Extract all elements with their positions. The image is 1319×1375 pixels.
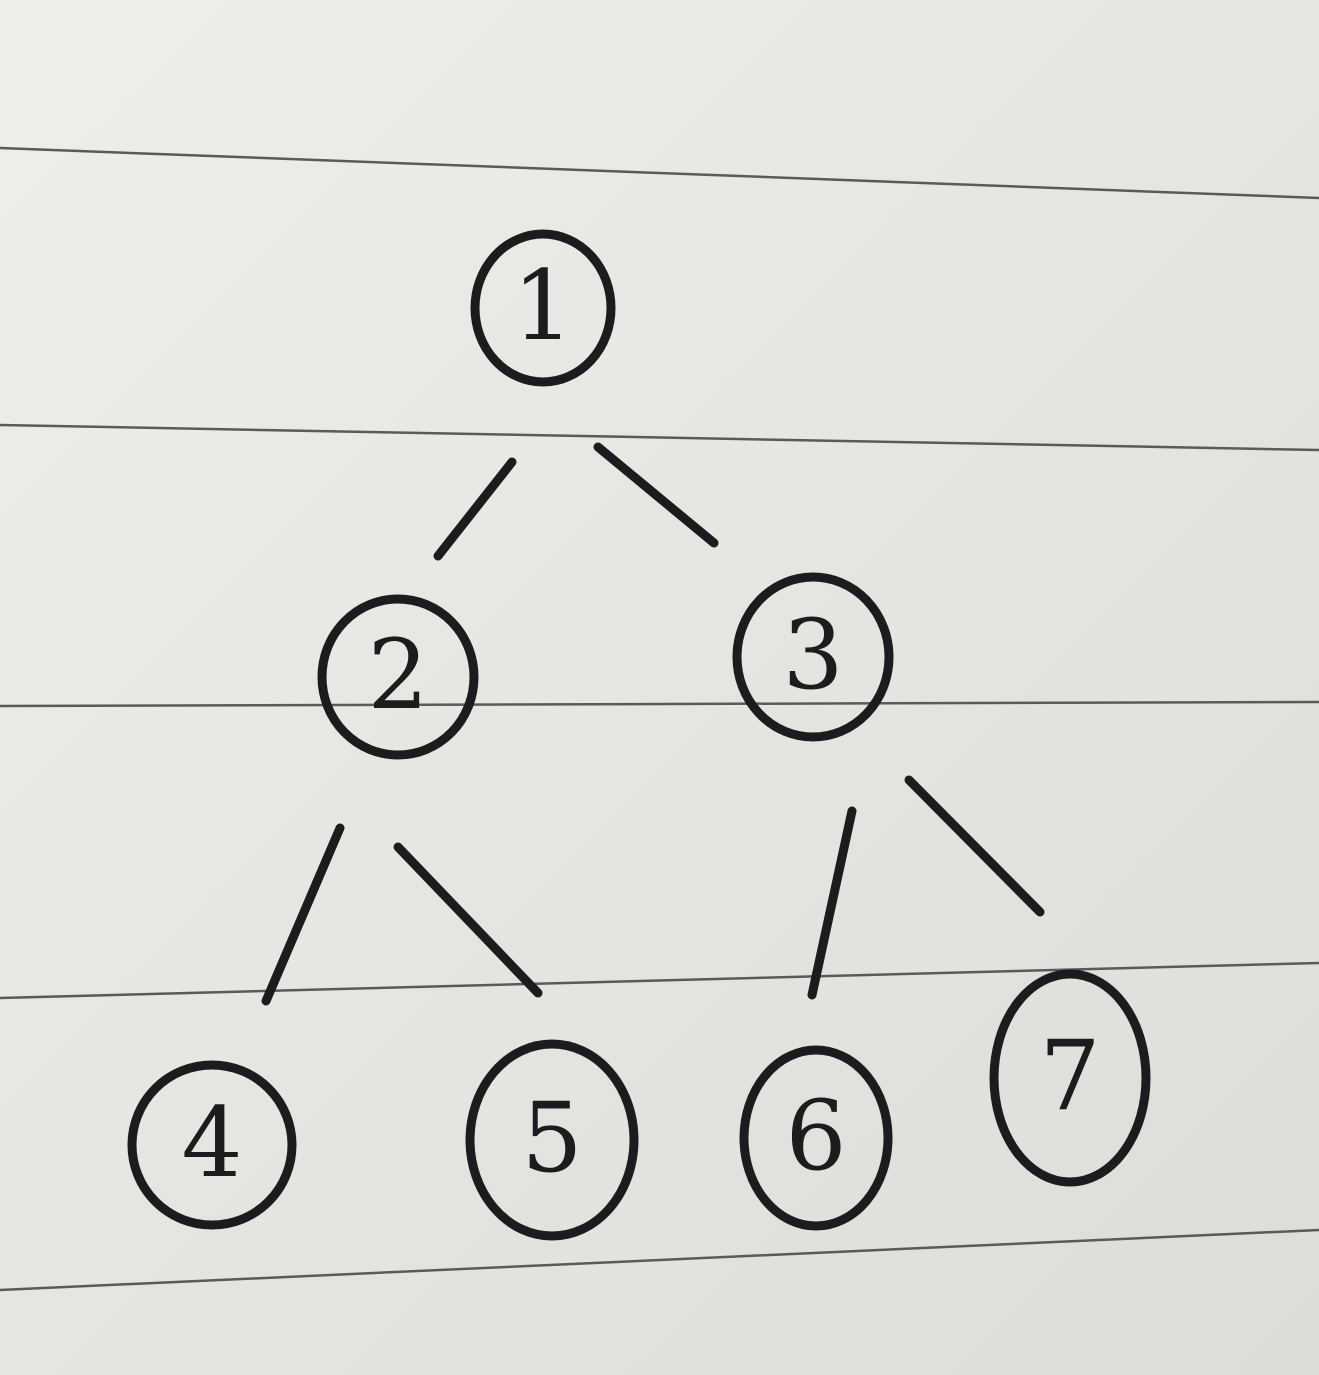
node-label: 2 — [367, 619, 428, 731]
edge-2-4 — [261, 823, 345, 1006]
node-circle — [732, 572, 894, 742]
tree-node: 7 — [989, 969, 1151, 1187]
node-circle — [470, 229, 616, 387]
node-label: 1 — [512, 250, 573, 362]
edge-1-2 — [433, 457, 517, 561]
node-circle — [465, 1039, 639, 1241]
tree-nodes: 1 2 3 4 5 6 7 — [127, 229, 1151, 1241]
node-label: 5 — [521, 1082, 582, 1194]
node-label: 7 — [1039, 1020, 1100, 1132]
node-label: 6 — [785, 1080, 846, 1192]
edge-3-7 — [904, 775, 1045, 917]
edge-1-3 — [593, 442, 719, 548]
tree-node: 3 — [732, 572, 894, 742]
tree-node: 6 — [739, 1045, 893, 1231]
ruled-line — [0, 1228, 1319, 1292]
ruled-line — [0, 423, 1319, 452]
ruled-line — [0, 961, 1319, 1000]
ruled-line — [0, 700, 1319, 708]
ruled-line — [0, 146, 1319, 200]
node-circle — [739, 1045, 893, 1231]
tree-node: 2 — [317, 594, 479, 760]
node-label: 4 — [181, 1087, 242, 1199]
tree-node: 4 — [127, 1060, 297, 1230]
tree-node: 1 — [470, 229, 616, 387]
tree-node: 5 — [465, 1039, 639, 1241]
node-label: 3 — [782, 599, 843, 711]
edge-3-6 — [807, 806, 857, 1000]
tree-edges — [261, 442, 1045, 1006]
ruled-lines — [0, 146, 1319, 1292]
node-circle — [989, 969, 1151, 1187]
edge-2-5 — [393, 842, 543, 998]
node-circle — [317, 594, 479, 760]
node-circle — [127, 1060, 297, 1230]
